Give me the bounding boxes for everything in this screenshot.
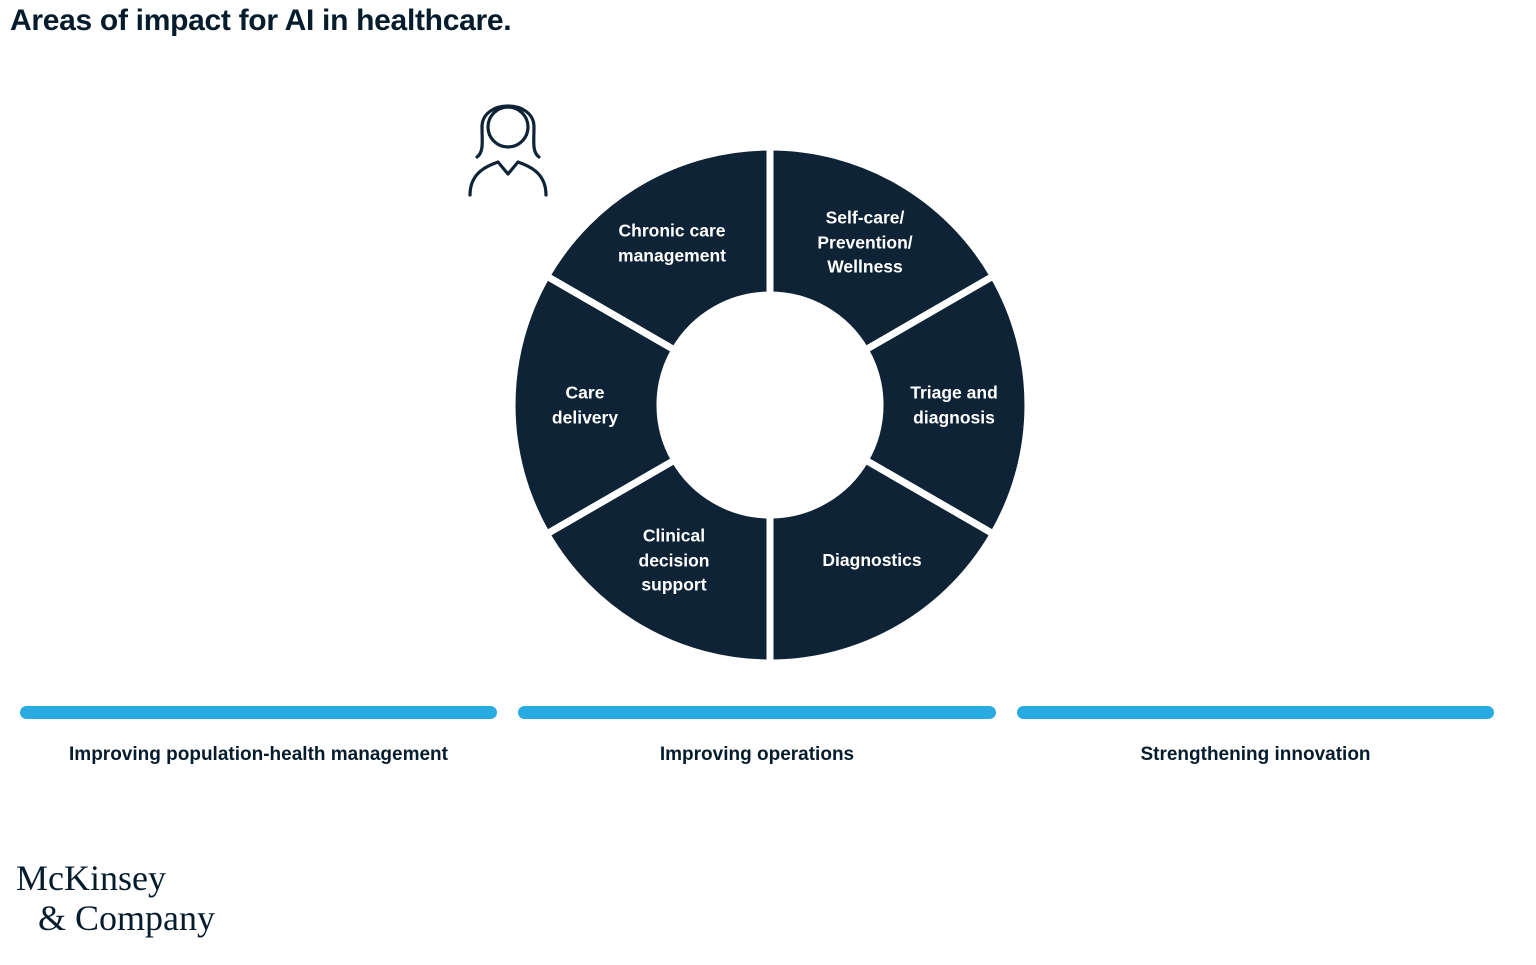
impact-wheel-diagram: Self-care/ Prevention/ Wellness Triage a… bbox=[468, 104, 1032, 667]
page-title: Areas of impact for AI in healthcare. bbox=[10, 4, 512, 37]
category-bar-innovation bbox=[1017, 706, 1494, 719]
segment-care-delivery bbox=[508, 271, 680, 539]
category-label-innovation: Strengthening innovation bbox=[1140, 744, 1371, 765]
mckinsey-logo-line2: & Company bbox=[38, 898, 215, 939]
segment-clinical-decision-support bbox=[541, 455, 774, 667]
category-bar-population-health bbox=[20, 706, 497, 719]
category-bar-operations bbox=[518, 706, 996, 719]
category-label-operations: Improving operations bbox=[659, 744, 855, 765]
category-label-population-health: Improving population-health management bbox=[69, 744, 448, 765]
segment-self-care bbox=[766, 143, 999, 355]
segment-chronic-care-management bbox=[541, 143, 774, 355]
impact-wheel-svg bbox=[508, 143, 1032, 667]
person-icon bbox=[468, 104, 548, 197]
segment-triage-and-diagnosis bbox=[860, 271, 1032, 539]
mckinsey-logo-line1: McKinsey bbox=[16, 858, 166, 898]
mckinsey-logo: McKinsey & Company bbox=[16, 858, 215, 939]
segment-diagnostics bbox=[766, 455, 999, 667]
